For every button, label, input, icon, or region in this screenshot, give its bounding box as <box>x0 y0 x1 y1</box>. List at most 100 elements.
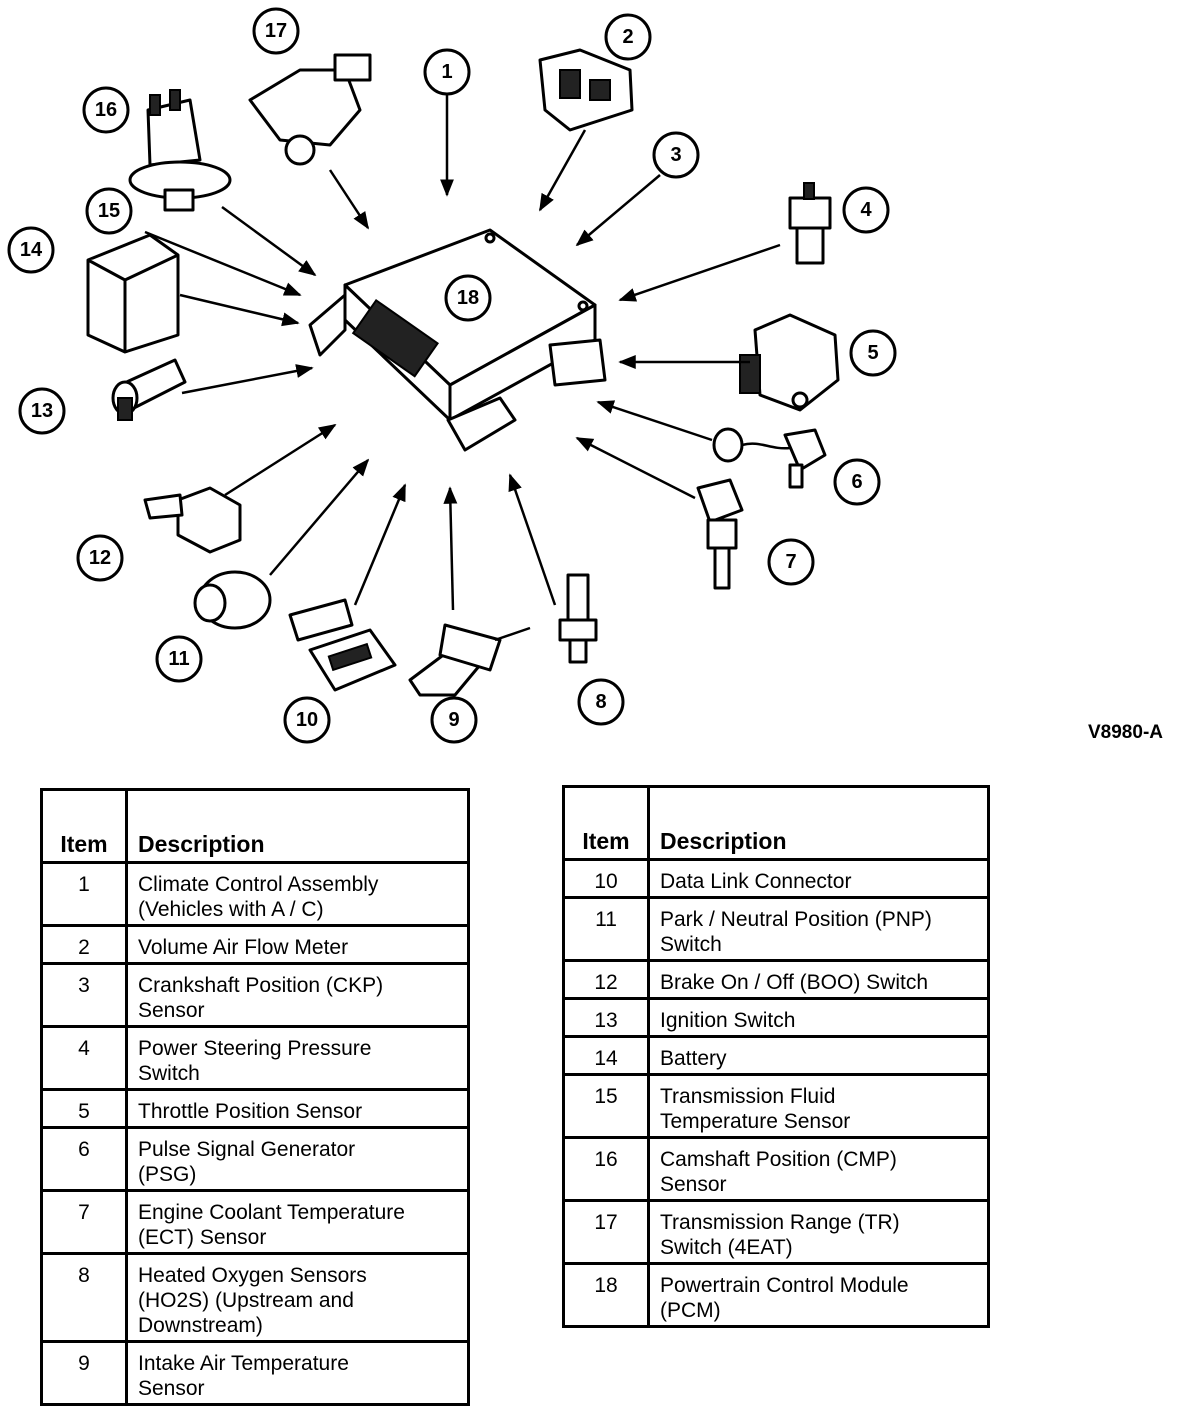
table-row: 14 Battery <box>562 1035 990 1076</box>
callout-11: 11 <box>155 635 203 683</box>
item-number: 7 <box>40 1189 128 1255</box>
svg-text:11: 11 <box>168 648 189 670</box>
item-number: 8 <box>40 1252 128 1343</box>
transmission-range-switch-drawing <box>248 53 372 166</box>
description-line: Battery <box>660 1047 727 1070</box>
description-line: Park / Neutral Position (PNP) <box>660 908 932 931</box>
description-line: Climate Control Assembly <box>138 873 379 896</box>
item-number: 11 <box>562 896 650 962</box>
throttle-position-sensor-drawing <box>739 313 840 412</box>
item-number: 3 <box>40 962 128 1028</box>
data-link-connector-drawing <box>288 598 397 692</box>
callout-5: 5 <box>849 329 897 377</box>
description-line: Volume Air Flow Meter <box>138 936 349 959</box>
item-number: 1 <box>40 861 128 927</box>
column-header-item: Item <box>40 788 128 864</box>
item-number: 14 <box>562 1035 650 1076</box>
description-line: Downstream) <box>138 1314 263 1337</box>
column-header-description: Description <box>125 788 470 864</box>
item-description: Heated Oxygen Sensors(HO2S) (Upstream an… <box>125 1252 470 1343</box>
svg-text:16: 16 <box>95 99 117 121</box>
description-line: Intake Air Temperature <box>138 1352 349 1375</box>
description-line: Power Steering Pressure <box>138 1037 372 1060</box>
svg-text:15: 15 <box>98 200 120 222</box>
item-description: Volume Air Flow Meter <box>125 924 470 965</box>
description-line: Powertrain Control Module <box>660 1274 909 1297</box>
svg-text:1: 1 <box>441 61 452 83</box>
svg-text:8: 8 <box>595 691 606 713</box>
item-description: Park / Neutral Position (PNP)Switch <box>647 896 990 962</box>
description-line: Transmission Range (TR) <box>660 1211 900 1234</box>
pcm-module-drawing <box>308 228 607 452</box>
description-line: Switch <box>138 1062 200 1085</box>
item-number: 4 <box>40 1025 128 1091</box>
description-line: Switch (4EAT) <box>660 1236 793 1259</box>
description-line: Throttle Position Sensor <box>138 1100 363 1123</box>
item-description: Engine Coolant Temperature(ECT) Sensor <box>125 1189 470 1255</box>
item-description: Data Link Connector <box>647 858 990 899</box>
callout-17: 17 <box>252 7 300 55</box>
ps-pressure-switch-drawing <box>788 182 832 265</box>
svg-text:13: 13 <box>31 400 53 422</box>
description-line: Camshaft Position (CMP) <box>660 1148 897 1171</box>
description-line: Sensor <box>660 1173 727 1196</box>
callout-12: 12 <box>76 534 124 582</box>
item-description: Climate Control Assembly(Vehicles with A… <box>125 861 470 927</box>
svg-text:9: 9 <box>448 709 459 731</box>
callout-8: 8 <box>577 678 625 726</box>
item-description: Powertrain Control Module(PCM) <box>647 1262 990 1328</box>
svg-text:12: 12 <box>89 547 111 569</box>
callout-15: 15 <box>85 187 133 235</box>
column-header-description: Description <box>647 785 990 861</box>
svg-text:18: 18 <box>457 287 479 309</box>
description-line: Sensor <box>138 1377 205 1400</box>
item-number: 17 <box>562 1199 650 1265</box>
svg-text:6: 6 <box>851 471 862 493</box>
svg-text:2: 2 <box>622 26 633 48</box>
description-line: (PSG) <box>138 1163 197 1186</box>
item-description: Throttle Position Sensor <box>125 1088 470 1129</box>
pointer-arrows <box>144 95 781 611</box>
item-description: Ignition Switch <box>647 997 990 1038</box>
callout-14: 14 <box>7 226 55 274</box>
callout-2: 2 <box>604 13 652 61</box>
iat-sensor-drawing <box>408 623 531 697</box>
description-line: Brake On / Off (BOO) Switch <box>660 971 929 994</box>
figure-code: V8980-A <box>1088 722 1163 743</box>
description-line: Switch <box>660 933 722 956</box>
callout-7: 7 <box>767 538 815 586</box>
svg-text:7: 7 <box>785 551 796 573</box>
component-location-diagram: 1 2 3 4 5 6 7 8 9 10 11 12 13 14 15 16 1… <box>7 7 897 744</box>
callout-6: 6 <box>833 458 881 506</box>
callout-10: 10 <box>283 696 331 744</box>
column-header-item: Item <box>562 785 650 861</box>
item-number: 13 <box>562 997 650 1038</box>
item-description: Crankshaft Position (CKP)Sensor <box>125 962 470 1028</box>
item-number: 15 <box>562 1073 650 1139</box>
description-line: Ignition Switch <box>660 1009 796 1032</box>
description-line: Transmission Fluid <box>660 1085 836 1108</box>
description-line: (Vehicles with A / C) <box>138 898 324 921</box>
table-row: 17 Transmission Range (TR)Switch (4EAT) <box>562 1199 990 1265</box>
item-description: Camshaft Position (CMP)Sensor <box>647 1136 990 1202</box>
callout-3: 3 <box>652 131 700 179</box>
ect-sensor-drawing <box>696 478 744 590</box>
item-number: 10 <box>562 858 650 899</box>
battery-drawing <box>86 233 180 354</box>
description-line: Engine Coolant Temperature <box>138 1201 405 1224</box>
item-description: Battery <box>647 1035 990 1076</box>
ho2s-sensor-drawing <box>558 573 598 664</box>
item-description: Pulse Signal Generator(PSG) <box>125 1126 470 1192</box>
description-line: (HO2S) (Upstream and <box>138 1289 354 1312</box>
